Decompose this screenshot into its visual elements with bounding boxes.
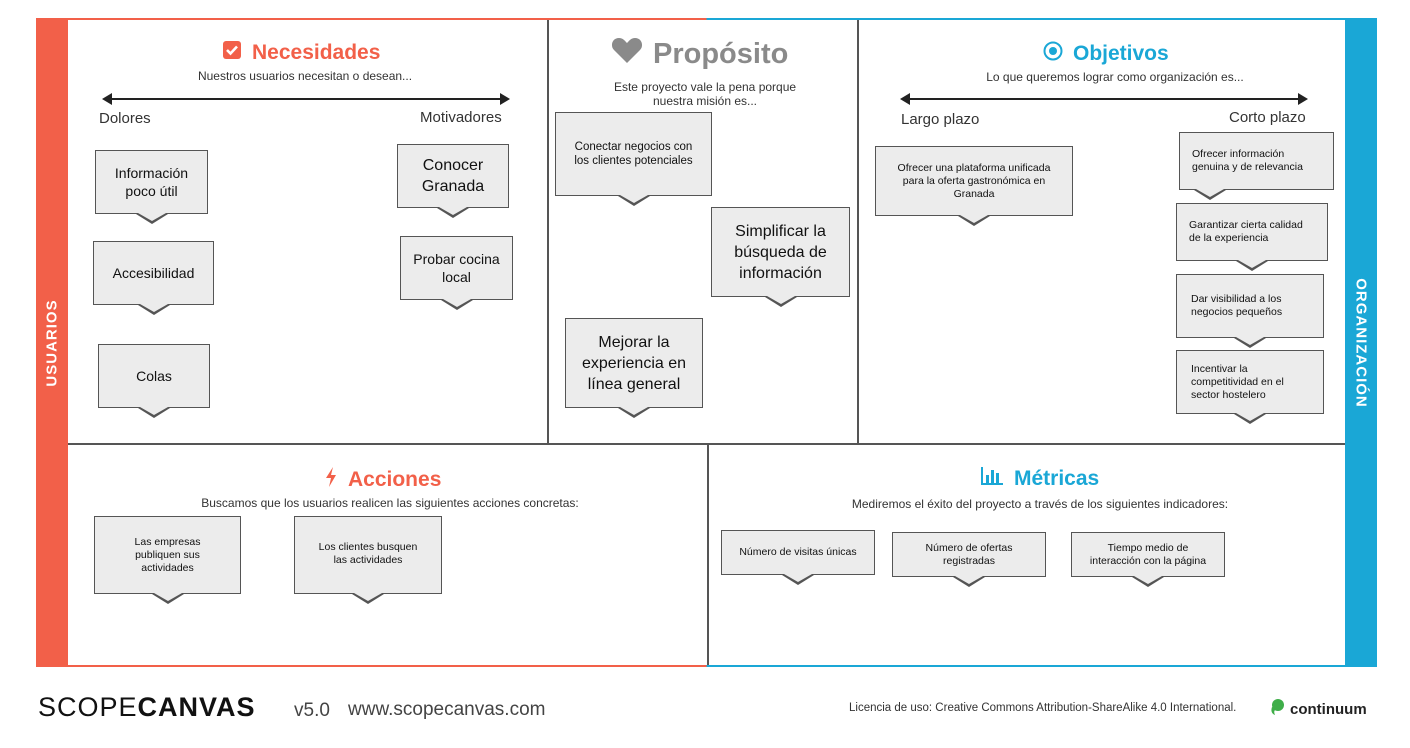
sticky-note: Tiempo medio de interacción con la págin… xyxy=(1071,532,1225,587)
sticky-note: Garantizar cierta calidad de la experien… xyxy=(1176,203,1328,271)
acciones-title: Acciones xyxy=(324,466,441,494)
sticky-note: Simplificar la búsqueda de información xyxy=(711,207,850,307)
sticky-note: Las empresas publiquen sus actividades xyxy=(94,516,241,604)
top-border xyxy=(68,18,1345,20)
sticky-note: Dar visibilidad a los negocios pequeños xyxy=(1176,274,1324,348)
organizacion-band xyxy=(1345,18,1377,667)
necesidades-title: Necesidades xyxy=(222,40,380,66)
proposito-title: Propósito xyxy=(611,35,788,73)
continuum-icon xyxy=(1268,698,1286,721)
sticky-note: Mejorar la experiencia en línea general xyxy=(565,318,703,418)
objetivos-subtitle: Lo que queremos lograr como organización… xyxy=(986,70,1244,84)
sticky-note: Número de ofertas registradas xyxy=(892,532,1046,587)
sticky-note: Probar cocina local xyxy=(400,236,513,310)
sticky-note: Colas xyxy=(98,344,210,418)
bottom-border xyxy=(68,665,1345,667)
website-link[interactable]: www.scopecanvas.com xyxy=(348,699,546,720)
license-text: Licencia de uso: Creative Commons Attrib… xyxy=(849,702,1237,714)
acciones-subtitle: Buscamos que los usuarios realicen las s… xyxy=(201,496,579,510)
sticky-note: Ofrecer una plataforma unificada para la… xyxy=(875,146,1073,226)
sticky-note: Conectar negocios con los clientes poten… xyxy=(555,112,712,206)
divider-horizontal xyxy=(68,443,1345,445)
organizacion-label: ORGANIZACIÓN xyxy=(1352,278,1370,408)
usuarios-label: USUARIOS xyxy=(43,299,61,387)
target-icon xyxy=(1043,41,1063,67)
metricas-subtitle: Mediremos el éxito del proyecto a través… xyxy=(851,497,1229,511)
objetivos-left-axis: Largo plazo xyxy=(901,111,980,128)
metricas-title: Métricas xyxy=(980,466,1099,492)
necesidades-right-axis: Motivadores xyxy=(420,109,502,126)
usuarios-band xyxy=(36,18,68,667)
sticky-note: Conocer Granada xyxy=(397,144,509,218)
brand-logo: SCOPECANVAS xyxy=(38,692,256,722)
sticky-note: Accesibilidad xyxy=(93,241,214,315)
necesidades-left-axis: Dolores xyxy=(99,110,151,127)
necesidades-axis-arrow xyxy=(102,93,510,105)
proposito-subtitle: Este proyecto vale la pena porque nuestr… xyxy=(613,80,797,108)
divider-necesidades-proposito xyxy=(547,20,549,443)
objetivos-right-axis: Corto plazo xyxy=(1229,109,1306,126)
necesidades-subtitle: Nuestros usuarios necesitan o desean... xyxy=(197,69,413,83)
bar-chart-icon xyxy=(980,466,1004,492)
sticky-note: Los clientes busquen las actividades xyxy=(294,516,442,604)
objetivos-title: Objetivos xyxy=(1043,41,1169,67)
partner-logo: continuum xyxy=(1268,698,1367,721)
heart-icon xyxy=(611,35,643,73)
divider-acciones-metricas xyxy=(707,443,709,665)
lightning-icon xyxy=(324,466,338,494)
objetivos-axis-arrow xyxy=(900,93,1308,105)
divider-proposito-objetivos xyxy=(857,20,859,443)
checkbox-icon xyxy=(222,40,242,66)
version-label: v5.0 xyxy=(294,700,330,721)
sticky-note: Incentivar la competitividad en el secto… xyxy=(1176,350,1324,424)
sticky-note: Información poco útil xyxy=(95,150,208,224)
sticky-note: Ofrecer información genuina y de relevan… xyxy=(1179,132,1334,200)
sticky-note: Número de visitas únicas xyxy=(721,530,875,585)
